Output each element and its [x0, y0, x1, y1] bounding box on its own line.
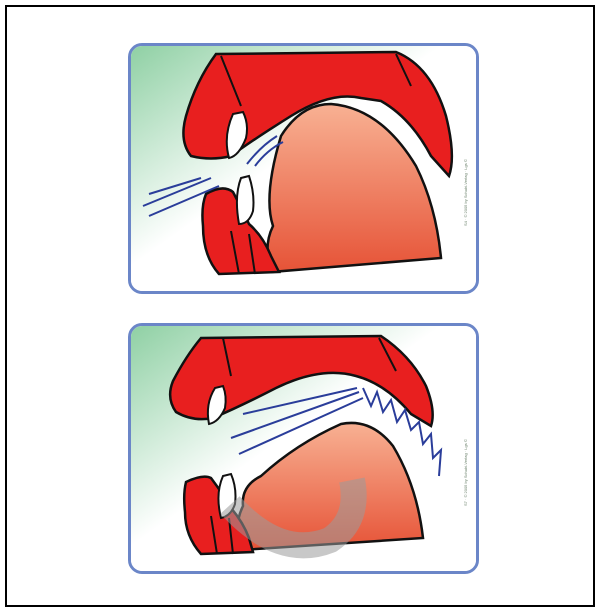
card-credit: S4 · © 2005 by Schubi-Verlag · Lgs ©	[463, 159, 468, 226]
mouth-diagram-bottom: S7 · © 2005 by Schubi-Verlag · Lgs ©	[131, 326, 476, 571]
lower-tooth	[237, 176, 254, 224]
articulation-card-top: S4 · © 2005 by Schubi-Verlag · Lgs ©	[128, 43, 479, 294]
card-credit: S7 · © 2005 by Schubi-Verlag · Lgs ©	[463, 439, 468, 506]
mouth-diagram-top: S4 · © 2005 by Schubi-Verlag · Lgs ©	[131, 46, 476, 291]
articulation-card-bottom: S7 · © 2005 by Schubi-Verlag · Lgs ©	[128, 323, 479, 574]
